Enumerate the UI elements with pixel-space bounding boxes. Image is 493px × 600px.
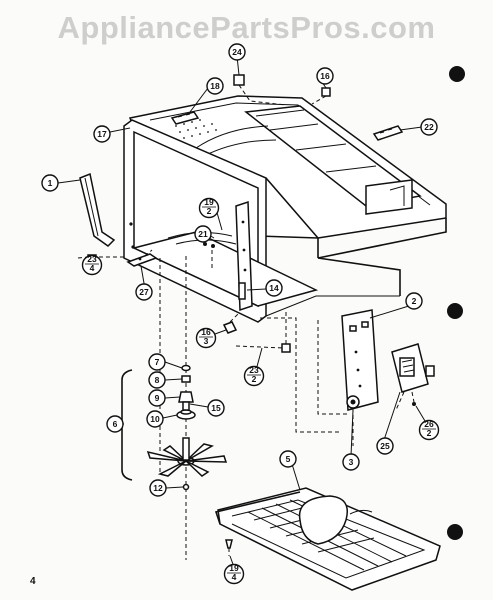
callout-21: 21: [194, 225, 212, 243]
callout-16-3: 16 3: [195, 327, 217, 349]
screw-part-16: [222, 313, 239, 334]
callout-10: 10: [146, 410, 164, 428]
callout-16-3-top: 16: [201, 327, 211, 337]
callout-26-2: 26 2: [418, 419, 440, 441]
callout-25: 25: [376, 437, 394, 455]
callout-16-label: 16: [320, 71, 330, 81]
callout-19-2-top: 19: [204, 197, 214, 207]
callout-15: 15: [207, 399, 225, 417]
fan-blade: [146, 437, 228, 477]
binder-hole-bottom: [447, 524, 463, 540]
callout-24-label: 24: [232, 47, 242, 57]
relay-part-25: [391, 343, 435, 411]
screw-part-26: [412, 402, 416, 406]
clip-part-16: [311, 87, 331, 105]
base-pan-part-5: [214, 487, 441, 591]
callout-23-4-top: 23: [87, 254, 97, 264]
callout-2-label: 2: [412, 296, 417, 306]
callout-6-label: 6: [113, 419, 118, 429]
callout-8-label: 8: [155, 375, 160, 385]
callout-3-label: 3: [349, 457, 354, 467]
callout-25-label: 25: [380, 441, 390, 451]
gasket-part-19: [170, 111, 200, 125]
fan-motor-stack: [146, 364, 228, 491]
perforated-vent: [175, 119, 217, 139]
callout-1: 1: [41, 174, 59, 192]
callout-23-2-top: 23: [249, 365, 259, 375]
screw-part-23-right: [235, 312, 291, 353]
callout-18-label: 18: [210, 81, 220, 91]
tube-part-1: [79, 172, 116, 247]
callout-26-2-top: 26: [424, 419, 434, 429]
callout-23-4-bottom: 4: [90, 263, 95, 273]
callout-3: 3: [342, 453, 360, 471]
callout-9-label: 9: [155, 393, 160, 403]
bushing-9: [178, 391, 194, 403]
callout-10-label: 10: [150, 414, 160, 424]
callout-19-4-top: 19: [229, 563, 239, 573]
callout-23-2-bottom: 2: [252, 374, 257, 384]
callout-19-4-bottom: 4: [232, 572, 237, 582]
callout-19-2: 19 2: [198, 197, 220, 219]
binder-hole-middle: [447, 303, 463, 319]
callout-19-4: 19 4: [223, 563, 245, 585]
callout-15-label: 15: [211, 403, 221, 413]
callout-5: 5: [279, 450, 297, 468]
callout-14-label: 14: [269, 283, 279, 293]
callout-23-2: 23 2: [243, 365, 265, 387]
callout-8: 8: [148, 371, 166, 389]
callout-24: 24: [228, 43, 246, 61]
callout-27: 27: [135, 283, 153, 301]
washer-7: [181, 364, 191, 372]
gasket-part-22: [372, 125, 404, 141]
nut-12: [182, 483, 190, 491]
callout-17-label: 17: [97, 129, 107, 139]
callout-7: 7: [148, 353, 166, 371]
callout-6: 6: [106, 415, 124, 433]
callout-1-label: 1: [48, 178, 53, 188]
callout-23-4: 23 4: [81, 254, 103, 276]
callout-5-label: 5: [286, 454, 291, 464]
callout-7-label: 7: [155, 357, 160, 367]
callout-12: 12: [149, 479, 167, 497]
callout-12-label: 12: [153, 483, 163, 493]
callout-14: 14: [265, 279, 283, 297]
callout-22: 22: [420, 118, 438, 136]
cabinet-assembly: [123, 95, 447, 323]
callout-26-2-bottom: 2: [427, 428, 432, 438]
binder-hole-top: [449, 66, 465, 82]
callout-27-label: 27: [139, 287, 149, 297]
callout-16: 16: [316, 67, 334, 85]
spacer-8: [181, 375, 191, 383]
callout-22-label: 22: [424, 122, 434, 132]
callout-17: 17: [93, 125, 111, 143]
callout-19-2-bottom: 2: [207, 206, 212, 216]
callout-18: 18: [206, 77, 224, 95]
screw-part-19-bottom: [225, 539, 233, 556]
bracket-part-27: [126, 249, 158, 267]
callout-9: 9: [148, 389, 166, 407]
callout-21-label: 21: [198, 229, 208, 239]
callout-16-3-bottom: 3: [204, 336, 209, 346]
control-plate-part-2: [341, 309, 379, 446]
callout-2: 2: [405, 292, 423, 310]
page-number: 4: [30, 576, 36, 587]
